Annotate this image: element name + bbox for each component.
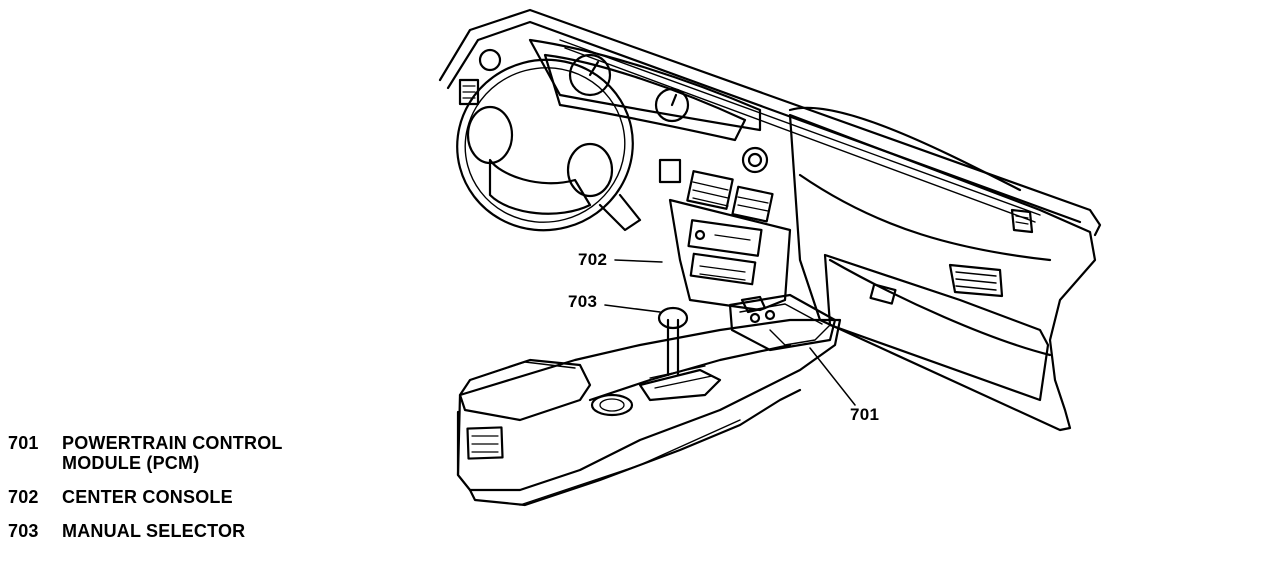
- legend-description: POWERTRAIN CONTROL MODULE (PCM): [62, 433, 338, 473]
- center-stack-outline: [668, 198, 792, 312]
- left-side-vent: [458, 78, 480, 106]
- steering-right-spoke: [566, 142, 614, 198]
- steering-wheel-hub: [488, 158, 592, 215]
- dashboard-top-edge-inner: [446, 20, 1082, 224]
- speedometer: [568, 53, 612, 97]
- callout-703: 703: [568, 292, 598, 311]
- dashboard-upper-curve: [788, 106, 1022, 192]
- legend-item: 703 MANUAL SELECTOR: [8, 521, 338, 541]
- radio-unit: [687, 219, 763, 257]
- steering-left-spoke: [466, 105, 514, 165]
- legend-item: 702 CENTER CONSOLE: [8, 487, 338, 507]
- tachometer: [654, 87, 690, 123]
- callout-701: 701: [850, 405, 880, 424]
- cupholder: [590, 393, 634, 417]
- legend-line: MODULE (PCM): [62, 453, 200, 473]
- tach-needle: [670, 93, 678, 107]
- glovebox-latch: [869, 283, 897, 305]
- leader-line-701: [809, 347, 856, 406]
- clock-dial-inner: [747, 152, 763, 168]
- legend-number: 702: [8, 487, 39, 507]
- console-side-lower: [468, 388, 802, 507]
- legend-item: 701 POWERTRAIN CONTROL MODULE (PCM): [8, 433, 338, 473]
- parts-legend: 701 POWERTRAIN CONTROL MODULE (PCM) 702 …: [8, 433, 338, 555]
- legend-line: MANUAL SELECTOR: [62, 521, 246, 541]
- cluster-hood: [528, 38, 762, 132]
- dashboard-defrost-lines: [559, 39, 1041, 223]
- steering-wheel-rim-inner: [464, 67, 626, 223]
- steering-column: [598, 193, 642, 232]
- leader-line-703: [604, 304, 661, 313]
- rear-console-vent: [466, 426, 504, 460]
- cluster-face: [543, 53, 747, 142]
- cupholder-inner: [599, 398, 625, 412]
- center-console-body: [456, 318, 842, 492]
- dashboard-right-ridge: [798, 173, 1052, 262]
- shifter-boot: [638, 368, 722, 402]
- leader-line-702: [614, 259, 663, 263]
- legend-description: MANUAL SELECTOR: [62, 521, 338, 541]
- manual-selector-knob: [657, 306, 689, 330]
- legend-number: 701: [8, 433, 39, 453]
- center-vents: [686, 170, 774, 223]
- manual-selector-lever: [666, 318, 680, 377]
- clock-dial: [741, 146, 769, 174]
- legend-description: CENTER CONSOLE: [62, 487, 338, 507]
- right-corner-vent: [1010, 208, 1034, 234]
- hazard-switch: [658, 158, 682, 184]
- dashboard-right-face: [788, 113, 1097, 432]
- left-dash-knob: [478, 48, 502, 72]
- dashboard-top-edge: [438, 8, 1102, 237]
- climate-controls: [689, 252, 757, 286]
- dashboard-right-lower-ridge: [828, 258, 1052, 357]
- callout-702: 702: [578, 250, 608, 269]
- legend-number: 703: [8, 521, 39, 541]
- armrest-front: [456, 410, 472, 492]
- legend-line: POWERTRAIN CONTROL: [62, 433, 283, 453]
- pcm-module: [728, 293, 837, 352]
- armrest-top: [469, 361, 576, 381]
- right-side-vent: [948, 263, 1004, 298]
- console-floor-line: [519, 419, 741, 506]
- steering-wheel-rim: [456, 58, 634, 232]
- rear-vent-slats: [471, 435, 499, 453]
- legend-line: CENTER CONSOLE: [62, 487, 233, 507]
